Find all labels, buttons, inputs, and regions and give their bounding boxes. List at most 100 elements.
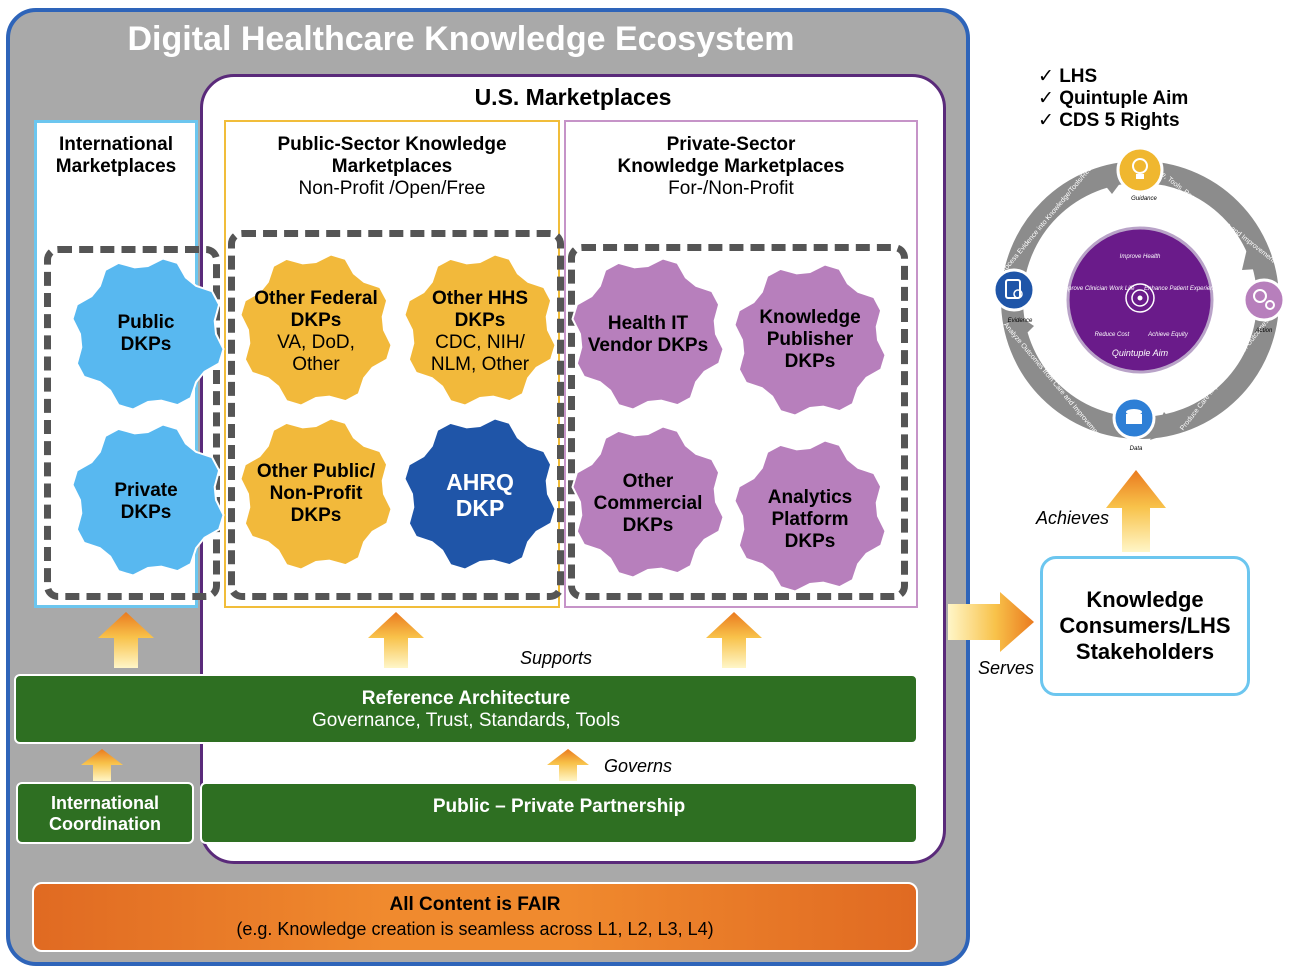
international-header-line1: International <box>58 134 173 155</box>
international-fence <box>44 246 220 600</box>
gear-shape-analytics <box>733 439 887 593</box>
node-data: Data <box>1112 396 1156 452</box>
gear-other-public-nonprofit: Other Public/ Non-Profit DKPs <box>242 456 390 532</box>
quintuple-aim-disc: Quintuple Aim Improve Health Enhance Pat… <box>1061 226 1221 374</box>
up-arrow-private <box>706 612 762 668</box>
serves-arrow <box>948 592 1034 652</box>
gear-analytics-platform: Analytics Platform DKPs <box>736 480 884 560</box>
aim-reduce-cost: Reduce Cost <box>1095 332 1130 338</box>
up-arrow-public <box>368 612 424 668</box>
public-sector-subtitle: Non-Profit /Open/Free <box>298 178 486 199</box>
gear-health-it-vendor: Health IT Vendor DKPs <box>574 300 722 370</box>
achieves-arrow <box>1106 470 1166 552</box>
gear-icon <box>1253 289 1267 303</box>
gear-shape-other-federal <box>239 253 393 407</box>
checklist: ✓ LHS ✓ Quintuple Aim ✓ CDS 5 Rights <box>1038 66 1188 132</box>
node-guidance: Guidance <box>1116 146 1164 202</box>
gear-shape-ahrq <box>403 417 557 571</box>
fair-bar: All Content is FAIR (e.g. Knowledge crea… <box>32 882 918 952</box>
gear-shape-other-commercial <box>571 425 725 579</box>
gear-other-public-line3: DKPs <box>290 505 342 526</box>
gear-health-it-line1: Health IT <box>607 313 689 334</box>
gear-shape-public <box>71 257 225 411</box>
knowledge-consumers-box: Knowledge Consumers/LHS Stakeholders <box>1040 556 1250 696</box>
achieves-label: Achieves <box>1036 508 1110 528</box>
partnership-label: Public – Private Partnership <box>432 796 686 817</box>
consumers-line3: Stakeholders <box>1075 639 1215 664</box>
aim-equity: Achieve Equity <box>1147 332 1189 338</box>
gear-other-public-line1: Other Public/ <box>256 461 376 482</box>
diagram-title: Digital Healthcare Knowledge Ecosystem <box>127 20 795 58</box>
gear-shape-private <box>71 423 225 577</box>
gear-other-federal-line4: Other <box>292 354 340 375</box>
gear-shape-knowledge-publisher <box>733 263 887 417</box>
public-sector-header: Public-Sector Knowledge Marketplaces Non… <box>224 134 560 200</box>
up-arrow-intl <box>98 612 154 668</box>
consumers-line1: Knowledge <box>1086 587 1204 612</box>
gear-other-hhs-line4: NLM, Other <box>430 354 530 375</box>
gear-shape-other-public <box>239 417 393 571</box>
international-header: International Marketplaces <box>34 134 198 178</box>
lhs-cycle: Use Knowledge, Tools, Resources in Care … <box>992 144 1294 457</box>
checklist-item: ✓ Quintuple Aim <box>1038 88 1189 109</box>
reference-architecture-title: Reference Architecture <box>361 688 571 709</box>
fair-title: All Content is FAIR <box>389 894 561 915</box>
checklist-item: ✓ LHS <box>1038 66 1098 87</box>
gear-ahrq-dkp: AHRQ DKP <box>406 462 554 528</box>
intl-coordination-line1: International <box>50 793 159 813</box>
gear-knowledge-publisher-line1: Knowledge <box>759 307 861 328</box>
us-marketplaces-title: U.S. Marketplaces <box>474 84 672 110</box>
gear-private-dkps: Private DKPs <box>72 464 220 540</box>
gear-other-federal: Other Federal DKPs VA, DoD, Other <box>242 282 390 382</box>
lightbulb-icon <box>1132 158 1148 174</box>
gear-private-dkps-line1: Private <box>114 480 178 501</box>
gear-other-commercial: Other Commercial DKPs <box>574 464 722 544</box>
gear-analytics-line3: DKPs <box>784 531 836 552</box>
gear-public-dkps-line2: DKPs <box>120 334 172 355</box>
gear-analytics-line2: Platform <box>771 509 849 530</box>
private-sector-header-line2: Knowledge Marketplaces <box>617 156 845 177</box>
gear-public-dkps-line1: Public <box>117 312 175 333</box>
gear-other-commercial-line3: DKPs <box>622 515 674 536</box>
public-sector-fence <box>228 230 564 600</box>
supports-label: Supports <box>520 648 593 668</box>
gear-other-hhs-line3: CDC, NIH/ <box>435 332 525 353</box>
gear-other-commercial-line1: Other <box>622 471 674 492</box>
up-arrow-partnership <box>547 749 589 781</box>
database-icon <box>1126 409 1142 415</box>
gear-public-dkps: Public DKPs <box>72 296 220 372</box>
consumers-line2: Consumers/LHS <box>1059 613 1231 638</box>
intl-coordination-line2: Coordination <box>49 814 161 834</box>
private-sector-box <box>564 120 918 608</box>
private-sector-header: Private-Sector Knowledge Marketplaces Fo… <box>564 134 898 200</box>
node-evidence: Evidence <box>992 268 1036 324</box>
node-evidence-label: Evidence <box>1008 318 1033 324</box>
public-sector-header-line1: Public-Sector Knowledge <box>277 134 507 155</box>
public-sector-header-line2: Marketplaces <box>331 156 453 177</box>
private-sector-header-line1: Private-Sector <box>666 134 796 155</box>
gear-other-federal-line3: VA, DoD, <box>277 332 355 353</box>
public-private-partnership-bar: Public – Private Partnership <box>200 782 918 844</box>
checklist-item: ✓ CDS 5 Rights <box>1038 110 1180 131</box>
gear-other-federal-line1: Other Federal <box>254 288 378 309</box>
gear-other-hhs-line2: DKPs <box>454 310 506 331</box>
serves-label: Serves <box>978 658 1035 678</box>
gear-shape-health-it <box>571 257 725 411</box>
aim-patient-experience: Enhance Patient Experience <box>1144 286 1220 292</box>
private-sector-fence <box>568 244 908 600</box>
aim-clinician-work-life: Improve Clinician Work Life <box>1061 286 1135 292</box>
gear-private-dkps-line2: DKPs <box>120 502 172 523</box>
governs-label: Governs <box>604 756 673 776</box>
gear-other-public-line2: Non-Profit <box>269 483 363 504</box>
private-sector-subtitle: For-/Non-Profit <box>668 178 794 199</box>
gear-other-federal-line2: DKPs <box>290 310 342 331</box>
international-header-line2: Marketplaces <box>55 156 177 177</box>
node-guidance-label: Guidance <box>1131 196 1157 202</box>
evidence-document-icon <box>1005 279 1021 299</box>
gear-shape-other-hhs <box>403 253 557 407</box>
gear-knowledge-publisher-line2: Publisher <box>766 329 854 350</box>
gear-knowledge-publisher: Knowledge Publisher DKPs <box>736 300 884 380</box>
node-action-label: Action <box>1255 328 1273 334</box>
gear-other-hhs-line1: Other HHS <box>431 288 529 309</box>
aim-improve-health: Improve Health <box>1120 254 1161 260</box>
